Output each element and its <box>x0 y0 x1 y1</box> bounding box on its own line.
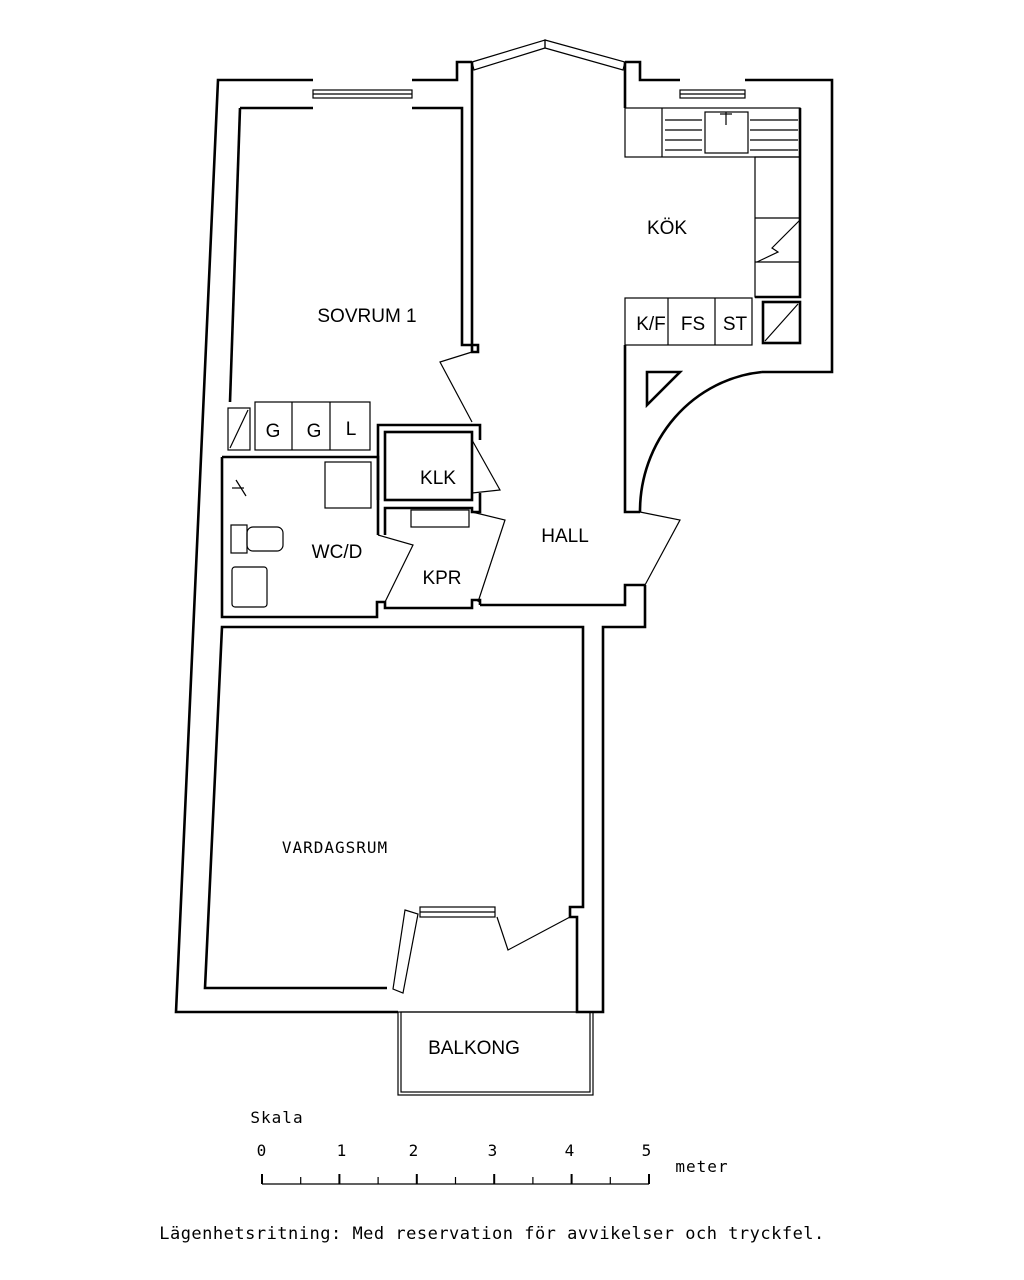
room-label-sovrum: SOVRUM 1 <box>317 306 416 327</box>
scale-title: Skala <box>250 1108 303 1127</box>
room-label-hall: HALL <box>541 526 589 547</box>
label-g2: G <box>307 421 322 442</box>
room-label-klk: KLK <box>420 468 456 489</box>
scale-tick-label: 2 <box>409 1141 420 1160</box>
scale-unit: meter <box>675 1157 728 1176</box>
room-label-wcd: WC/D <box>312 542 363 563</box>
exterior-walls <box>174 60 834 1014</box>
windows <box>312 39 746 994</box>
room-label-kpr: KPR <box>422 568 461 589</box>
label-kf: K/F <box>636 314 666 335</box>
scale-bar: Skala 0 1 2 3 4 5 meter <box>250 1108 728 1185</box>
label-st: ST <box>723 314 748 335</box>
room-label-vardagsrum: VARDAGSRUM <box>282 838 388 857</box>
scale-tick-label: 0 <box>257 1141 268 1160</box>
room-labels: SOVRUM 1 KÖK K/F FS ST G G L KLK WC/D KP… <box>266 218 748 1059</box>
scale-tick-label: 1 <box>337 1141 348 1160</box>
room-label-kok: KÖK <box>647 218 687 239</box>
label-g1: G <box>266 421 281 442</box>
label-fs: FS <box>681 314 705 335</box>
footer-disclaimer: Lägenhetsritning: Med reservation för av… <box>159 1224 825 1244</box>
label-l: L <box>346 419 357 440</box>
scale-tick-label: 5 <box>642 1141 653 1160</box>
scale-tick-label: 4 <box>565 1141 576 1160</box>
doors <box>377 351 681 951</box>
interior-walls <box>220 108 802 619</box>
room-label-balkong: BALKONG <box>428 1038 520 1059</box>
scale-tick-label: 3 <box>488 1141 499 1160</box>
fixtures <box>227 107 802 1096</box>
